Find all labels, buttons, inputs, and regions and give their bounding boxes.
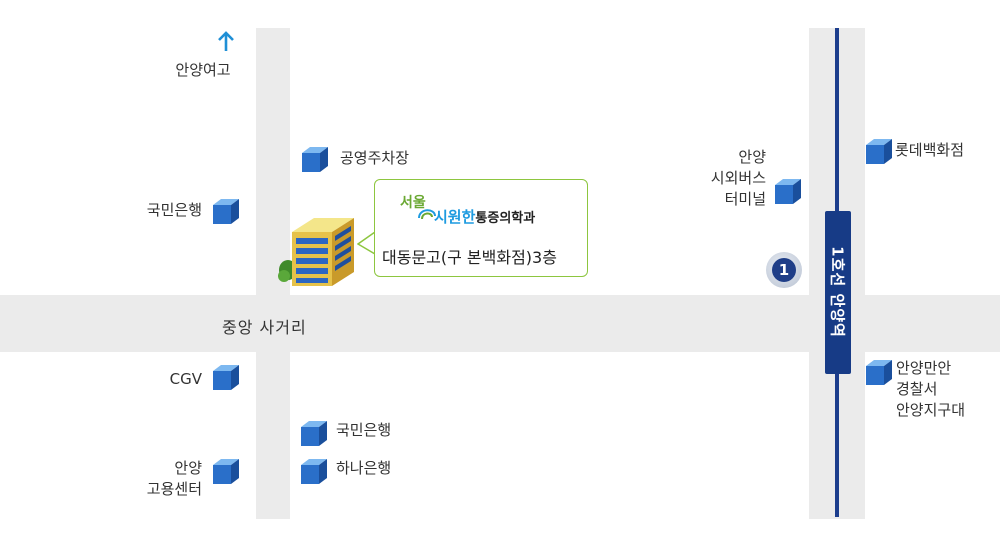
police-station-line-1: 안양만안 [896,359,952,377]
landmark-employment-center: 안양 고용센터 [110,458,202,500]
exit-number: 1 [772,258,796,282]
cube-icon [866,139,892,164]
bus-terminal-line-3: 터미널 [724,190,766,208]
landmark-kb-bank-north: 국민은행 [146,201,202,219]
bus-terminal-line-2: 시외버스 [710,169,766,187]
employment-center-line-2: 고용센터 [146,480,202,498]
clinic-logo: 서울 시원한통증의학과 [400,192,580,230]
destination-callout [374,179,588,277]
exit-badge: 1 [766,252,802,288]
cube-icon [301,421,327,446]
cube-icon [213,199,239,224]
cube-icon [866,360,892,385]
landmark-public-parking: 공영주차장 [340,149,410,167]
landmark-lotte-department: 롯데백화점 [895,141,965,159]
cube-icon [775,179,801,204]
clinic-logo-top: 서울 [400,195,426,211]
destination-address: 대동문고(구 본백화점)3층 [382,248,557,267]
landmark-bus-terminal: 안양 시외버스 터미널 [676,147,766,210]
cube-icon [301,459,327,484]
clinic-logo-name-part2: 통증의학과 [475,211,536,226]
north-arrow-icon [218,31,234,51]
clinic-logo-name-part1: 시원한 [434,208,476,226]
employment-center-line-1: 안양 [174,459,202,477]
clinic-logo-swirl-icon [418,209,436,220]
building-icon [278,218,354,286]
subway-station-name: 1호선 안양역 [828,246,847,338]
cube-icon [213,365,239,390]
cube-icon [213,459,239,484]
north-label: 안양여고 [175,61,231,79]
bus-terminal-line-1: 안양 [738,148,766,166]
landmark-hana-bank: 하나은행 [336,459,392,477]
police-station-line-2: 경찰서 [896,380,938,398]
police-station-line-3: 안양지구대 [896,401,966,419]
cube-icon [302,147,328,172]
landmark-cgv: CGV [169,370,202,388]
junction-label: 중앙 사거리 [222,318,307,337]
subway-station-box [825,211,851,374]
landmark-kb-bank-south: 국민은행 [336,421,392,439]
landmark-police-station: 안양만안 경찰서 안양지구대 [896,358,965,421]
clinic-logo-name: 시원한통증의학과 [434,206,535,227]
